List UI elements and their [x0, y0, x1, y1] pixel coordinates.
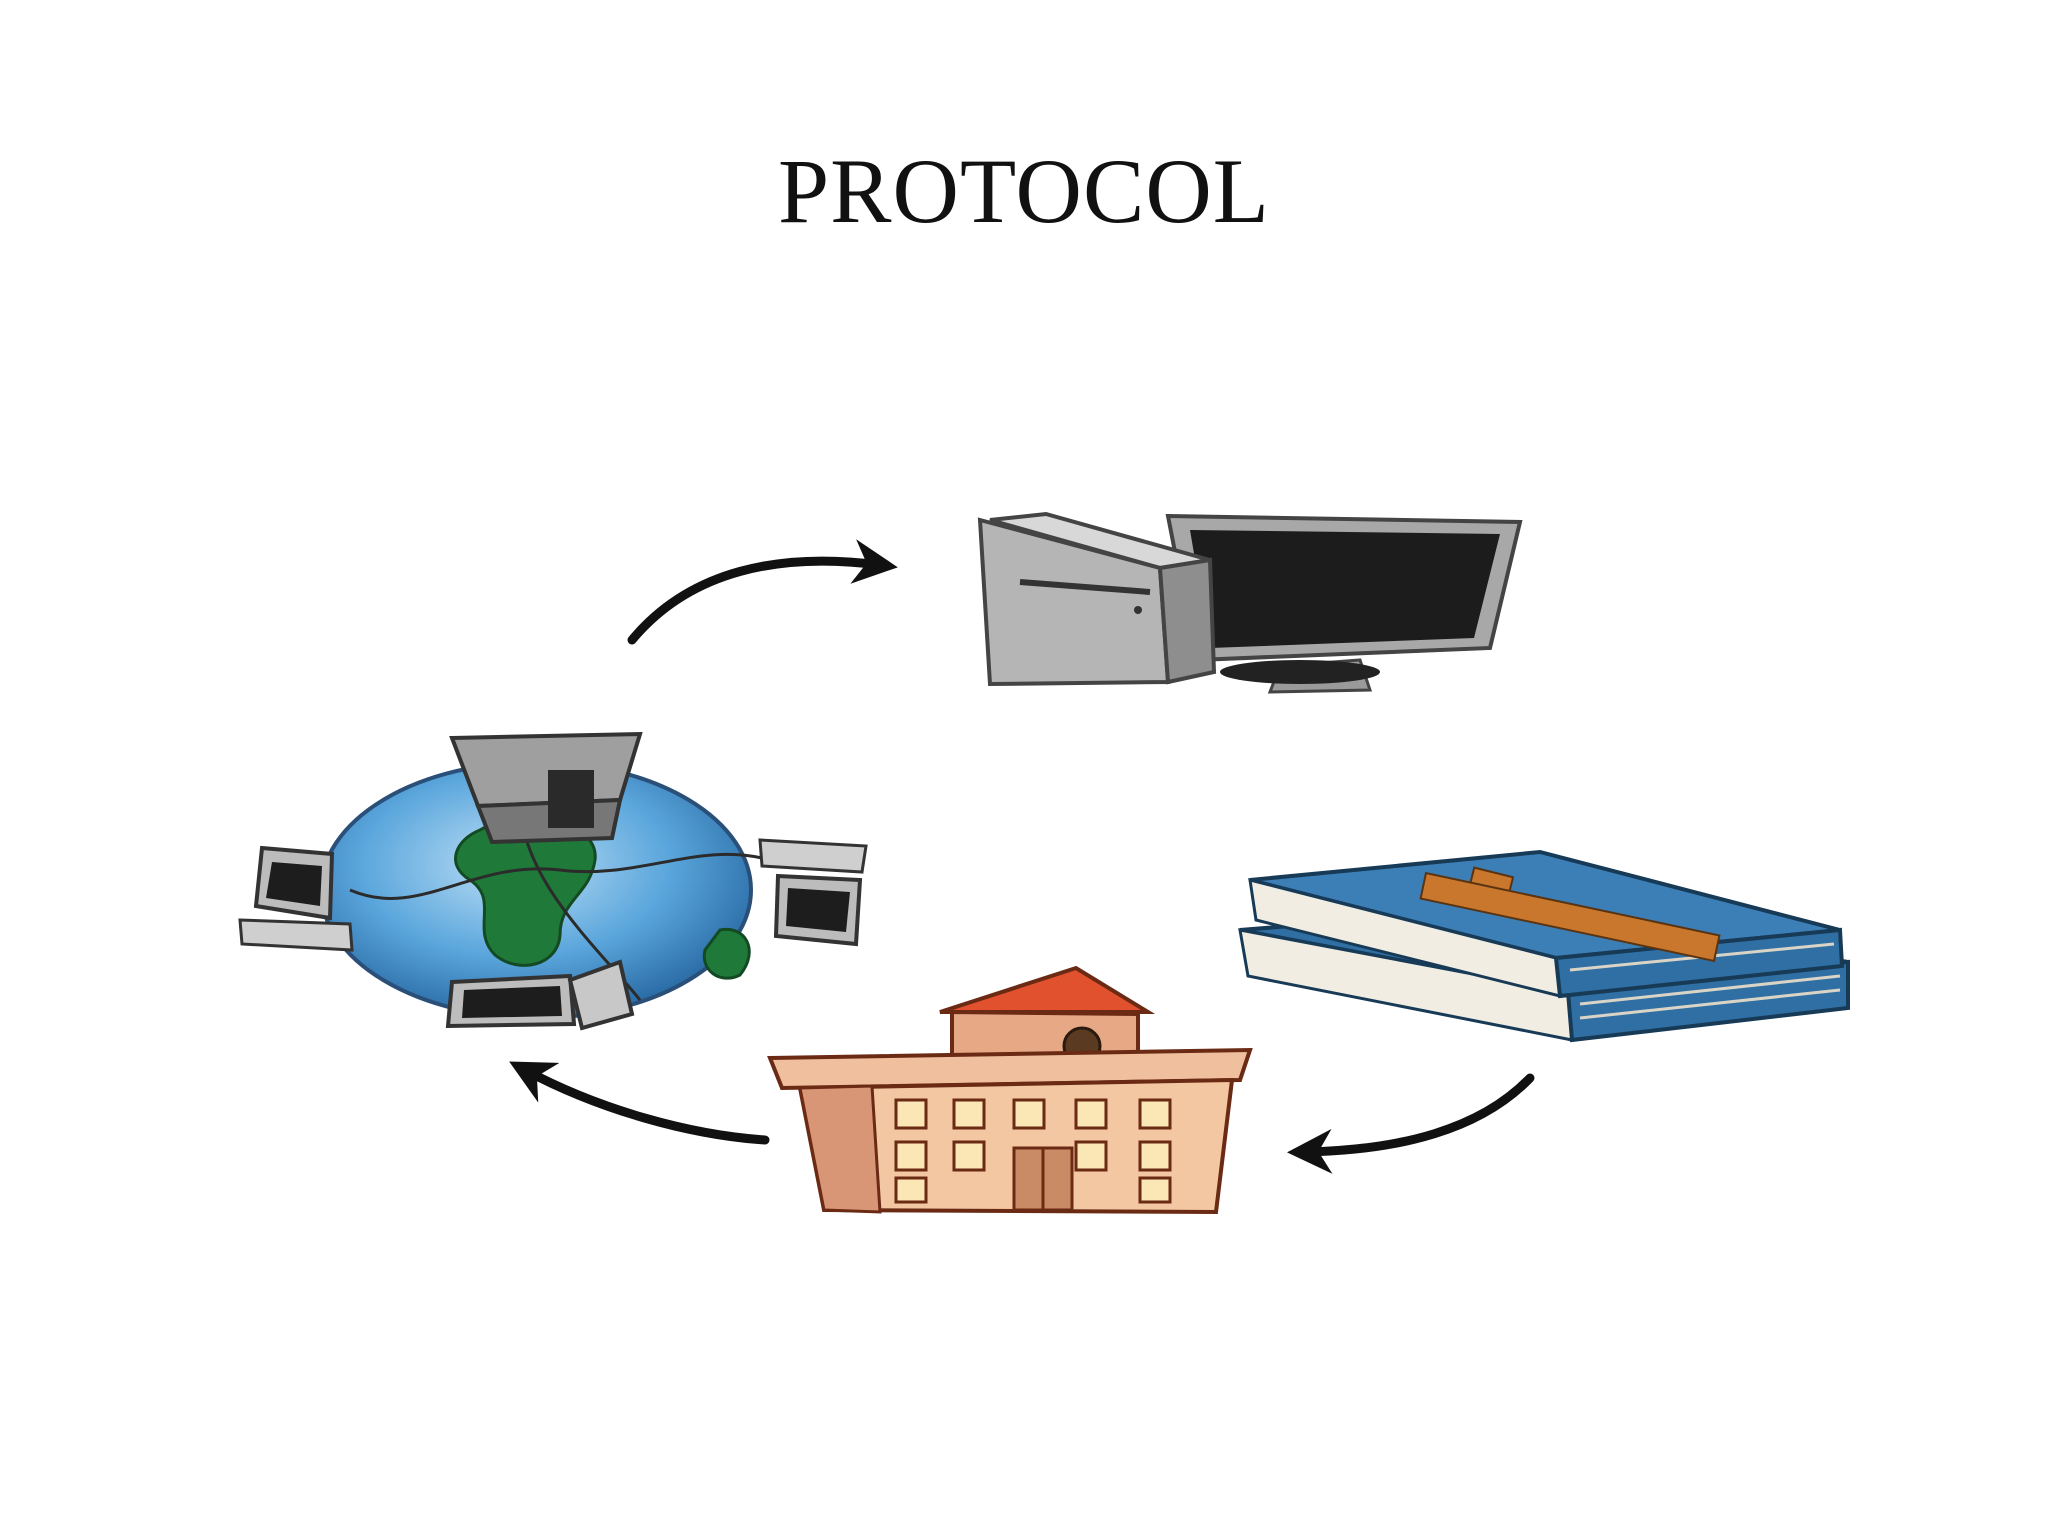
- globe-network-icon: [238, 731, 868, 1031]
- building-icon: [767, 965, 1253, 1215]
- arrow-building-to-globe: [509, 1061, 770, 1145]
- books-icon: [1238, 849, 1850, 1043]
- slide-title: PROTOCOL: [778, 140, 1270, 242]
- arrow-globe-to-computer: [627, 539, 898, 645]
- arrow-books-to-building: [1287, 1073, 1535, 1174]
- computer-icon: [977, 511, 1523, 694]
